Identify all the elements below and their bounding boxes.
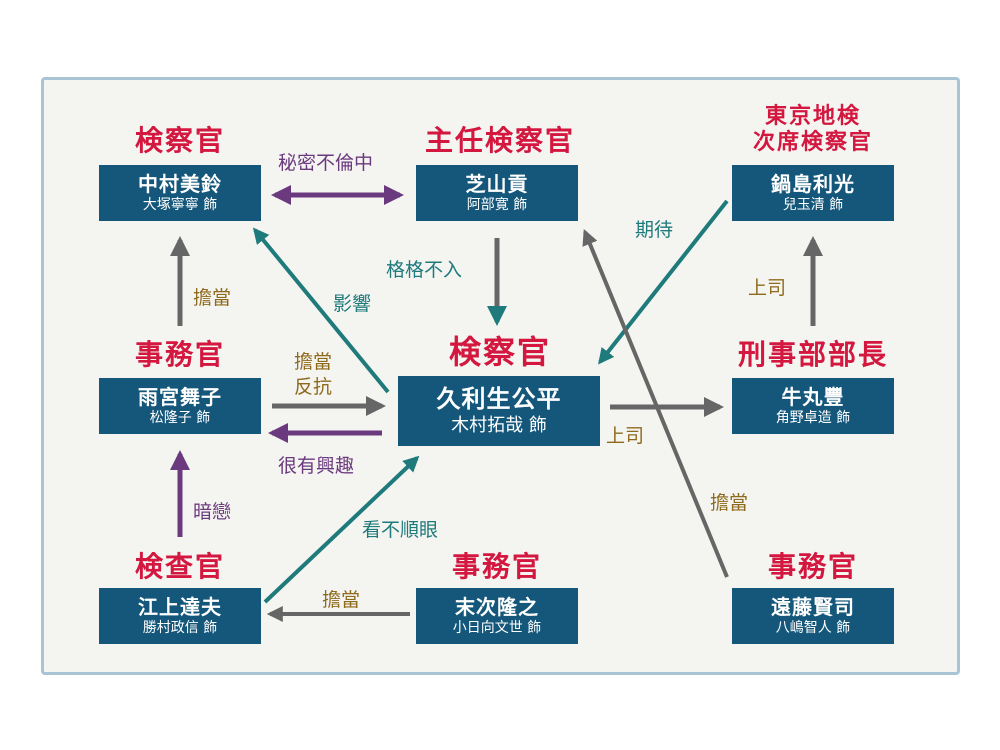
role-egami: 検查官: [134, 550, 225, 583]
arrow-assign-endo: [582, 229, 729, 578]
label-secret-affair: 秘密不倫中: [278, 152, 374, 174]
card-nabeshima: 鍋島利光 兒玉清 飾: [732, 165, 894, 221]
role-nakamura: 検察官: [134, 124, 225, 157]
card-nakamura: 中村美鈴 大塚寧寧 飾: [99, 165, 261, 221]
card-kuryu: 久利生公平 木村拓哉 飾: [398, 376, 600, 446]
card-endo: 遠藤賢司 八嶋智人 飾: [732, 588, 894, 644]
arrow-influence: [252, 227, 390, 394]
role-nabeshima: 東京地検 次席検察官: [752, 104, 873, 155]
character-name: 末次隆之: [455, 595, 539, 619]
actor-name: 兒玉清 飾: [782, 197, 844, 213]
label-boss-ushimaru: 上司: [606, 425, 645, 447]
actor-name: 勝村政信 飾: [142, 620, 218, 636]
character-name: 鍋島利光: [771, 172, 855, 196]
card-egami: 江上達夫 勝村政信 飾: [99, 588, 261, 644]
label-crush: 暗戀: [193, 501, 232, 523]
card-shibayama: 芝山貢 阿部寛 飾: [416, 165, 578, 221]
card-amamiya: 雨宮舞子 松隆子 飾: [99, 378, 261, 434]
character-name: 芝山貢: [465, 172, 529, 196]
actor-name: 阿部寛 飾: [466, 197, 528, 213]
role-endo: 事務官: [767, 550, 858, 583]
label-expectation: 期待: [635, 219, 674, 241]
actor-name: 角野卓造 飾: [775, 410, 851, 426]
label-assign-suetsugu: 擔當: [322, 589, 361, 611]
card-suetsugu: 末次隆之 小日向文世 飾: [416, 588, 578, 644]
character-name: 中村美鈴: [138, 172, 222, 196]
role-shibayama: 主任検察官: [424, 124, 575, 157]
label-assign-amamiya: 擔當: [193, 287, 232, 309]
actor-name: 八嶋智人 飾: [775, 620, 851, 636]
label-boss-nabeshima: 上司: [748, 277, 787, 299]
character-name: 江上達夫: [138, 595, 222, 619]
character-name: 牛丸豐: [781, 385, 845, 409]
label-interest: 很有興趣: [278, 455, 355, 477]
role-amamiya: 事務官: [134, 338, 225, 371]
arrow-dislike: [263, 455, 420, 604]
label-influence: 影響: [333, 293, 372, 315]
character-name: 久利生公平: [436, 385, 562, 413]
character-name: 雨宮舞子: [138, 385, 222, 409]
arrow-expectation: [598, 199, 729, 365]
role-suetsugu: 事務官: [451, 550, 542, 583]
label-assign-endo: 擔當: [710, 492, 749, 514]
label-dislike: 看不順眼: [362, 519, 439, 541]
character-name: 遠藤賢司: [771, 595, 855, 619]
role-kuryu: 検察官: [448, 333, 551, 371]
actor-name: 木村拓哉 飾: [451, 415, 547, 436]
actor-name: 大塚寧寧 飾: [142, 197, 218, 213]
label-assign-resist: 擔當 反抗: [294, 351, 333, 398]
actor-name: 小日向文世 飾: [452, 620, 542, 636]
label-friction: 格格不入: [386, 259, 463, 281]
role-ushimaru: 刑事部部長: [737, 338, 888, 371]
actor-name: 松隆子 飾: [149, 410, 211, 426]
card-ushimaru: 牛丸豐 角野卓造 飾: [732, 378, 894, 434]
